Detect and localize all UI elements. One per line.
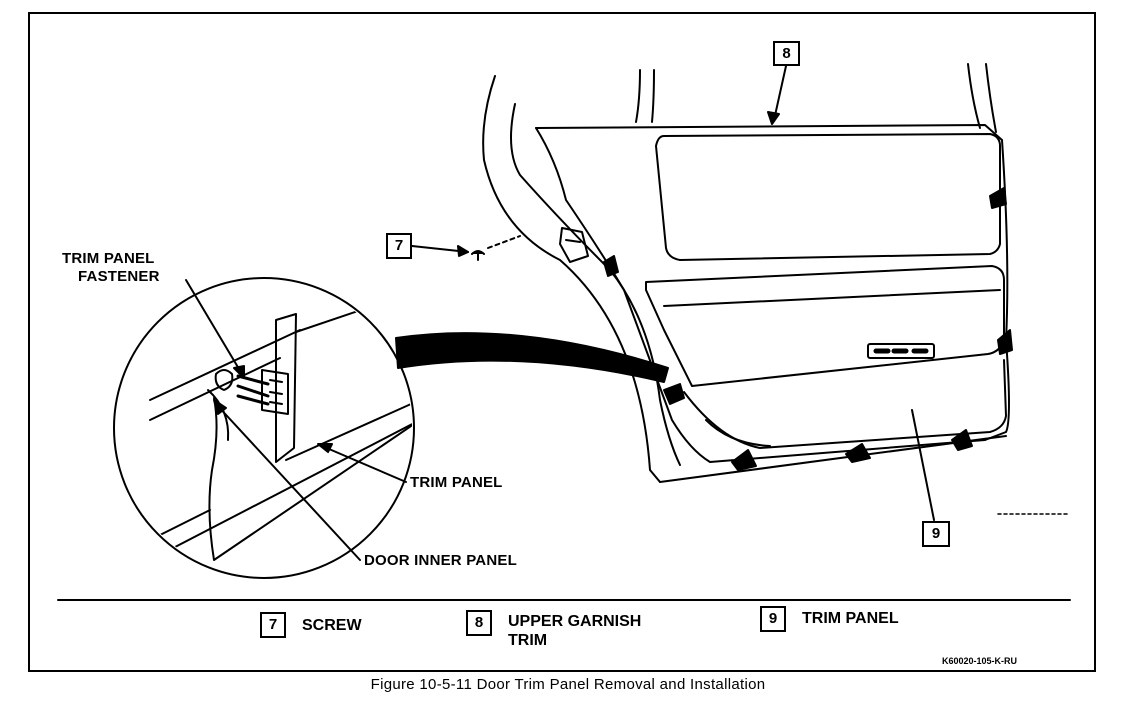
legend-text-trim-panel: TRIM PANEL bbox=[802, 610, 899, 627]
detail-contents bbox=[149, 289, 412, 561]
figure-code: K60020-105-K-RU bbox=[942, 656, 1018, 666]
callout-9-leader bbox=[911, 409, 935, 521]
trim-fasteners bbox=[603, 187, 1013, 471]
trim-panel-leader bbox=[317, 443, 407, 483]
label-trim-panel-fastener-2: FASTENER bbox=[78, 268, 160, 285]
callout-8-leader bbox=[767, 65, 787, 125]
trim-panel-shape bbox=[645, 265, 1007, 449]
callout-9: 9 bbox=[922, 521, 950, 547]
callout-8: 8 bbox=[773, 41, 800, 66]
window-opening bbox=[655, 133, 1001, 261]
callout-7-leader bbox=[411, 245, 469, 257]
legend-text-trim: TRIM bbox=[508, 632, 548, 649]
legend-text-upper-garnish: UPPER GARNISH bbox=[508, 613, 642, 630]
fastener-leader bbox=[185, 279, 245, 379]
magnifier-band bbox=[395, 332, 669, 383]
callout-7: 7 bbox=[386, 233, 412, 259]
legend-text-screw: SCREW bbox=[302, 617, 362, 634]
label-door-inner-panel: DOOR INNER PANEL bbox=[364, 552, 517, 569]
legend-box-7: 7 bbox=[260, 612, 286, 638]
figure-frame bbox=[28, 12, 1096, 672]
screw bbox=[471, 235, 521, 261]
label-trim-panel: TRIM PANEL bbox=[410, 474, 503, 491]
door-latch bbox=[559, 227, 589, 263]
door-frame bbox=[482, 63, 1010, 483]
figure-caption: Figure 10-5-11 Door Trim Panel Removal a… bbox=[370, 676, 766, 693]
label-trim-panel-fastener-1: TRIM PANEL bbox=[62, 250, 155, 267]
legend-box-9: 9 bbox=[760, 606, 786, 632]
door-handle-slot bbox=[867, 343, 935, 359]
door-inner-panel-leader bbox=[213, 399, 361, 561]
detail-circle bbox=[113, 277, 415, 579]
legend-box-8: 8 bbox=[466, 610, 492, 636]
